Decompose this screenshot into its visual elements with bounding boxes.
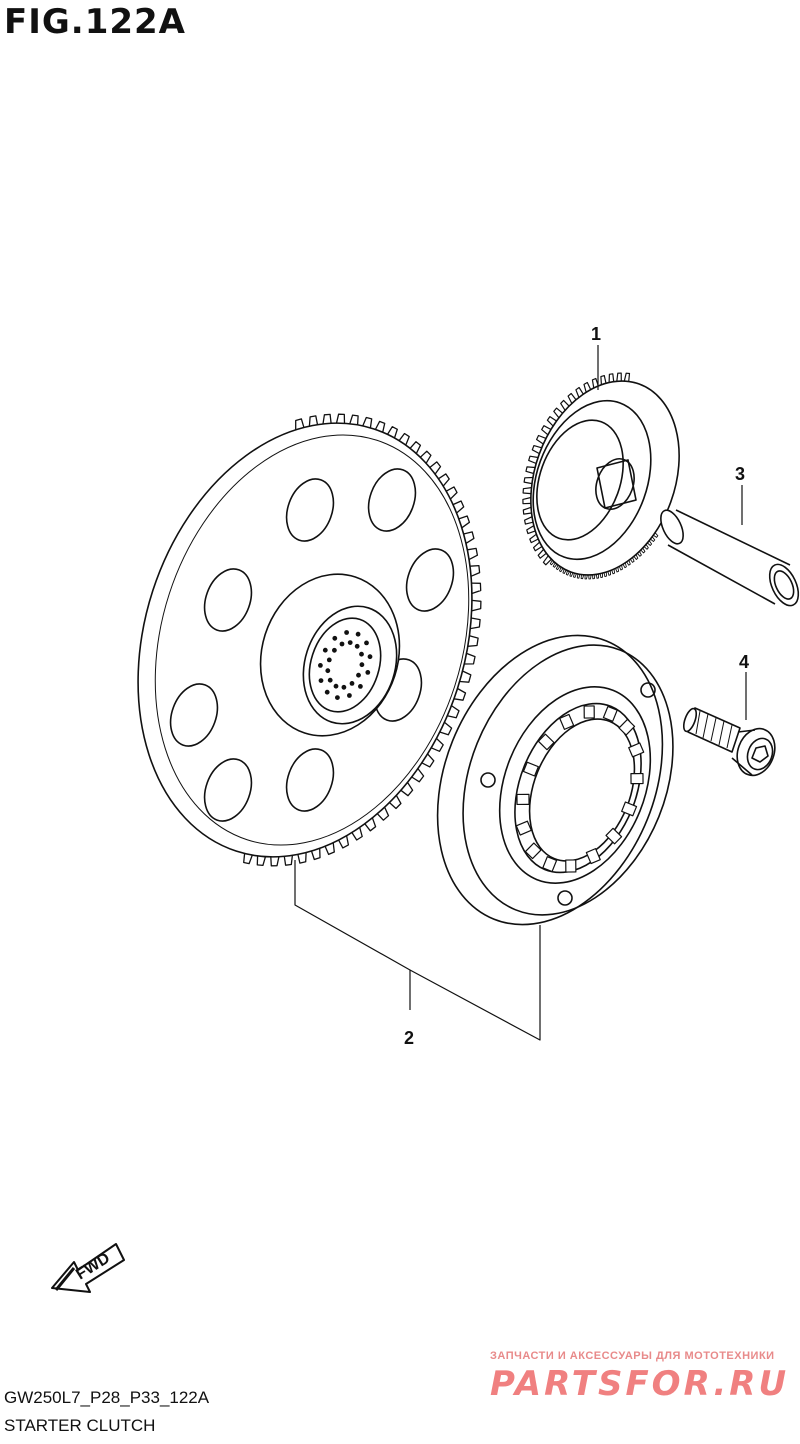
callout-4: 4	[739, 652, 749, 672]
clutch-roller	[618, 718, 636, 736]
bearing-dot	[358, 684, 363, 689]
leader-lines	[294, 345, 747, 1041]
bearing-dot	[326, 657, 332, 663]
bearing-dot	[356, 672, 361, 678]
bearing-dot	[359, 662, 365, 668]
watermark-brand: PARTSFOR.RU	[490, 1364, 790, 1404]
bearing-dot	[347, 640, 353, 645]
clutch-roller	[537, 733, 555, 751]
bearing-dot	[332, 635, 338, 641]
gear-teeth	[243, 413, 482, 867]
bearing-dot	[333, 683, 339, 689]
clutch-roller	[522, 761, 539, 777]
diagram-code: GW250L7_P28_P33_122A	[4, 1388, 210, 1407]
bearing-dot	[318, 663, 323, 668]
bearing-dot	[335, 695, 340, 700]
clutch-roller	[542, 856, 558, 873]
clutch-roller	[515, 820, 532, 836]
callout-2: 2	[404, 1028, 414, 1048]
one-way-clutch	[436, 634, 674, 926]
callout-1: 1	[591, 324, 601, 344]
clutch-roller	[565, 859, 577, 873]
bearing-dot	[359, 651, 364, 657]
bearing-dot	[364, 640, 369, 646]
starter-driven-gear	[137, 413, 482, 867]
bearing-dot	[322, 647, 328, 653]
bearing-dot	[341, 684, 347, 690]
clutch-roller	[630, 772, 644, 785]
arrow-left-down-icon	[51, 1243, 125, 1293]
bearing-dot	[318, 678, 324, 683]
clutch-roller	[602, 705, 618, 722]
idle-gear-shaft	[660, 509, 800, 607]
fwd-direction-marker: FWD	[51, 1243, 125, 1293]
starter-idle-gear	[522, 372, 680, 580]
bearing-dot	[325, 668, 331, 674]
gear-teeth	[549, 532, 659, 580]
callout-3: 3	[735, 464, 745, 484]
bearing-dot	[349, 681, 355, 686]
bearing-dot	[355, 631, 361, 637]
bearing-dot	[365, 670, 371, 675]
gear-teeth	[522, 372, 631, 566]
clutch-roller	[583, 705, 595, 719]
clutch-roller	[559, 713, 575, 730]
clutch-roller	[621, 801, 638, 817]
watermark-tagline: ЗАПЧАСТИ И АКСЕССУАРЫ ДЛЯ МОТОТЕХНИКИ	[490, 1350, 775, 1362]
diagram-name: STARTER CLUTCH	[4, 1416, 156, 1435]
clutch-roller	[524, 842, 542, 860]
bearing-dot	[344, 630, 349, 635]
bearing-dot	[347, 693, 352, 698]
bearing-dot	[324, 689, 330, 695]
clutch-roller	[628, 742, 645, 758]
clutch-roller	[516, 793, 530, 806]
bearing-dot	[367, 654, 373, 660]
figure-title: FIG.122A	[4, 2, 186, 42]
bearing-dot	[354, 643, 360, 649]
clutch-roller	[605, 827, 623, 845]
bearing-dot	[339, 641, 345, 647]
bearing-dot	[332, 647, 337, 653]
bearing-dot	[327, 677, 333, 683]
socket-bolt	[682, 707, 776, 777]
clutch-roller	[585, 848, 601, 865]
